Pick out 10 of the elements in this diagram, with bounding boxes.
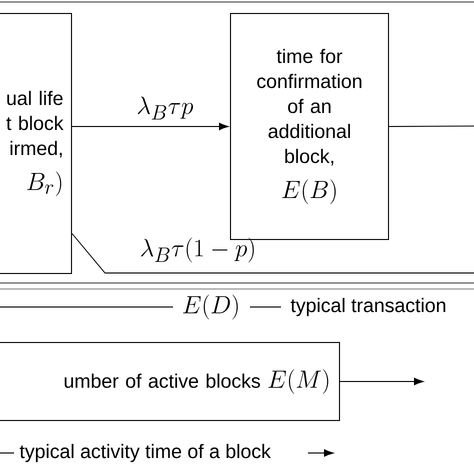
text-box: time for confirmation of an additional block, $E(B)$: [230, 13, 389, 240]
dimension-label: typical transaction: [290, 298, 446, 316]
edge-label: $\lambda_B\tau(1-p)$: [141, 238, 254, 262]
arrow: [72, 122, 229, 130]
dimension-label: $E(D)$: [183, 294, 238, 320]
arrow: [340, 378, 424, 386]
edge-label: $\lambda_B\tau p$: [138, 96, 194, 120]
text-box: ual life t block irmed, $B_r)$: [0, 13, 72, 274]
dimension-label: typical activity time of a block: [20, 444, 271, 462]
text-box: umber of active blocks $E(M)$: [0, 342, 340, 421]
